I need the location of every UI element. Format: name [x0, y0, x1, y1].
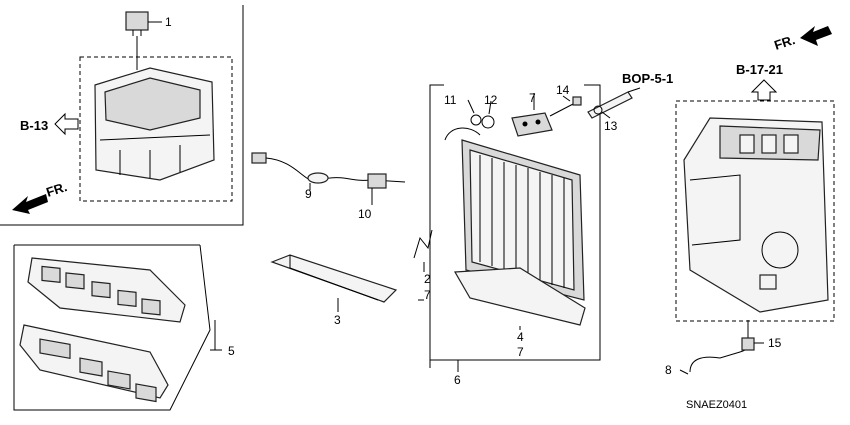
ref-fr-left: FR. — [44, 179, 69, 200]
ref-b13: B-13 — [20, 118, 48, 133]
tray-part — [453, 267, 586, 326]
drawing-code: SNAEZ0401 — [686, 399, 747, 411]
leader-lines — [418, 93, 611, 330]
front-arrow-left — [12, 194, 48, 214]
callout-4-qty: 7 — [517, 345, 524, 359]
callout-8: 8 — [665, 363, 672, 377]
callout-15: 15 — [768, 336, 782, 350]
pipe-part — [587, 91, 633, 119]
callout-13: 13 — [604, 119, 618, 133]
callout-9: 9 — [305, 187, 312, 201]
section-relay-box — [0, 5, 244, 226]
control-panel-upper — [27, 257, 186, 323]
drain-hose-part — [679, 320, 764, 375]
section-heater-unit — [675, 26, 835, 322]
clip-part — [367, 173, 387, 205]
fuse-box-part — [94, 67, 215, 181]
callout-4: 4 — [517, 330, 524, 344]
callout-11: 11 — [444, 93, 457, 107]
callout-6: 6 — [454, 373, 461, 387]
ref-arrow-bop51 — [627, 87, 641, 93]
o-rings — [470, 114, 495, 129]
callout-7: 7 — [529, 91, 536, 105]
ref-b1721: B-17-21 — [736, 62, 783, 77]
callout-1: 1 — [165, 15, 172, 29]
callout-14: 14 — [556, 83, 570, 97]
ref-fr-right: FR. — [772, 32, 797, 53]
callout-2: 2 — [424, 272, 431, 286]
callout-5: 5 — [228, 344, 235, 358]
callout-12: 12 — [484, 93, 498, 107]
bracket-part — [413, 229, 433, 272]
filter-part — [270, 254, 398, 312]
ref-arrow-b1721 — [750, 79, 778, 101]
callout-10: 10 — [358, 207, 372, 221]
bolt-part — [549, 96, 582, 117]
heater-unit-part — [683, 117, 829, 313]
control-panel-lower — [19, 324, 169, 403]
evaporator-core-part — [444, 127, 585, 301]
front-arrow-right — [800, 26, 832, 46]
section-control-panel — [13, 244, 222, 411]
relay-part — [125, 11, 162, 70]
section-evaporator — [413, 84, 601, 372]
ref-bop51: BOP-5-1 — [622, 71, 673, 86]
expansion-valve-part — [511, 112, 553, 137]
callout-3: 3 — [334, 313, 341, 327]
callout-2-qty: 7 — [424, 288, 431, 302]
sensor-harness-part — [251, 152, 406, 190]
ref-arrow-b13 — [54, 112, 79, 136]
